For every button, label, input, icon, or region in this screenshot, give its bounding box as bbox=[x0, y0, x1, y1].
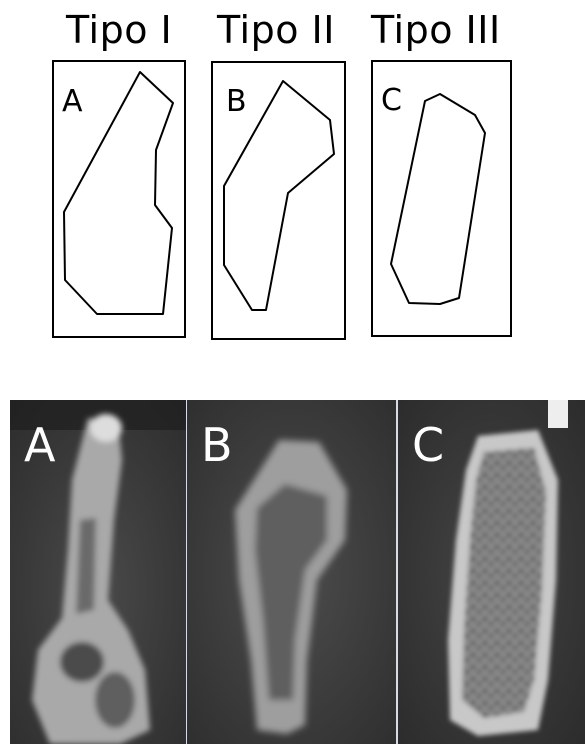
ct-scan-a-label: A bbox=[24, 422, 55, 468]
ct-scan-b-label: B bbox=[201, 422, 233, 468]
ct-scan-a: A bbox=[10, 400, 186, 744]
type-iii-bone-outline bbox=[391, 94, 485, 304]
type-iii-panel: C bbox=[372, 61, 511, 336]
ct-scan-c-label: C bbox=[412, 422, 444, 468]
bone-type-diagrams: A B C bbox=[0, 0, 585, 360]
type-ii-letter: B bbox=[226, 84, 247, 119]
ct-scan-b: B bbox=[187, 400, 397, 744]
type-i-letter: A bbox=[62, 84, 83, 119]
type-ii-panel: B bbox=[212, 62, 345, 339]
ct-scan-c: C bbox=[398, 400, 585, 744]
type-iii-letter: C bbox=[381, 83, 402, 118]
type-i-panel: A bbox=[53, 61, 185, 337]
